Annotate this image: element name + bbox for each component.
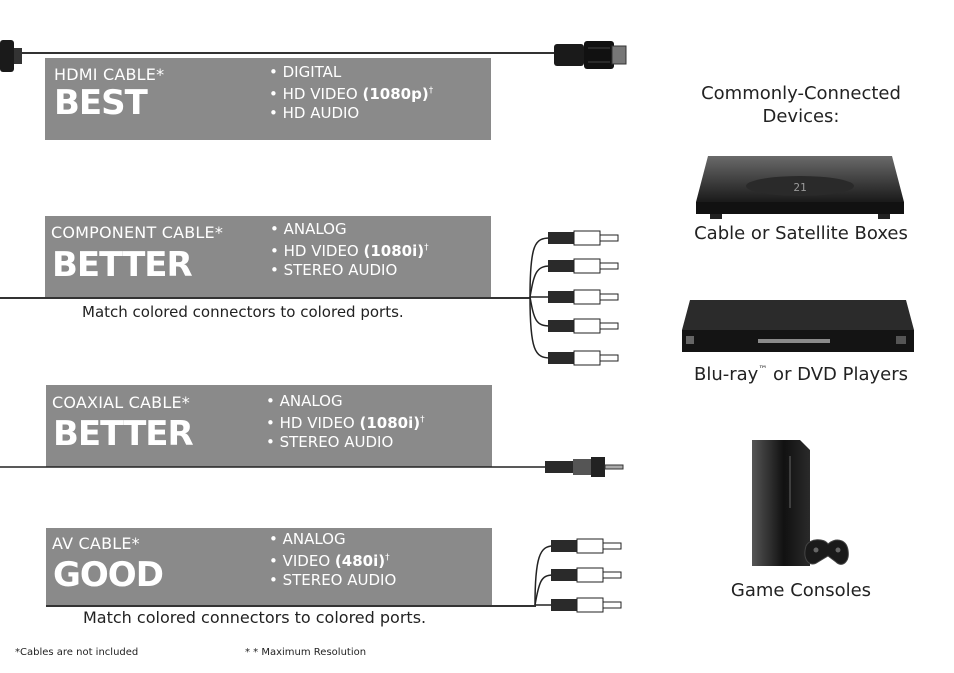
hdmi-cable-line [0,52,560,54]
av-cable-line [46,605,536,607]
coaxial-panel: COAXIAL CABLE* BETTER • ANALOG • HD VIDE… [46,385,492,467]
cable-name: COAXIAL CABLE* [52,393,190,412]
feature-list: • DIGITAL • HD VIDEO (1080p)† • HD AUDIO [269,63,433,123]
connector-note: Match colored connectors to colored port… [82,303,404,321]
cable-box-display: 21 [793,181,806,194]
footnote-resolution: * * Maximum Resolution [245,647,367,658]
feature-item: • HD VIDEO (1080p)† [269,85,434,103]
feature-item: • VIDEO (480i)† [269,552,390,570]
bluray-player-icon [682,300,914,352]
cable-rating: BETTER [52,245,193,285]
connector-note: Match colored connectors to colored port… [83,608,427,627]
devices-heading: Commonly-Connected Devices: [701,83,901,127]
game-console-icon [752,440,849,566]
feature-item: • ANALOG [266,392,343,410]
feature-item: • DIGITAL [269,63,342,81]
hdmi-panel: HDMI CABLE* BEST • DIGITAL • HD VIDEO (1… [45,58,491,140]
feature-item: • STEREO AUDIO [269,571,397,589]
feature-item: • STEREO AUDIO [270,261,398,279]
feature-item: • STEREO AUDIO [266,433,394,451]
device-label-bluray: Blu-ray™ or DVD Players [693,364,909,385]
cable-box-icon: 21 [696,156,904,219]
feature-list: • ANALOG • HD VIDEO (1080i)† • STEREO AU… [270,220,429,280]
coaxial-cable-icon [0,457,624,477]
cable-rating: BEST [54,83,148,123]
feature-item: • ANALOG [270,220,347,238]
component-panel: COMPONENT CABLE* BETTER • ANALOG • HD VI… [45,216,491,298]
feature-item: • HD VIDEO (1080i)† [270,242,429,260]
cable-name: HDMI CABLE* [54,65,165,84]
footnote-cables: *Cables are not included [15,647,139,658]
hdmi-plug-left-icon [0,40,22,72]
cable-name: AV CABLE* [52,534,140,553]
cable-rating: GOOD [53,555,164,595]
cable-name: COMPONENT CABLE* [51,223,224,242]
feature-item: • HD VIDEO (1080i)† [266,414,425,432]
feature-item: • HD AUDIO [269,104,360,122]
feature-list: • ANALOG • VIDEO (480i)† • STEREO AUDIO [269,530,396,590]
av-rca-connectors-icon [534,538,622,613]
device-label-cable-box: Cable or Satellite Boxes [694,223,908,244]
component-cable-line [0,297,530,299]
rca-connectors-icon [529,230,619,366]
hdmi-plug-right-icon [554,41,627,69]
device-label-game-console: Game Consoles [730,580,872,601]
cable-rating: BETTER [53,414,194,454]
feature-item: • ANALOG [269,530,346,548]
av-panel: AV CABLE* GOOD • ANALOG • VIDEO (480i)† … [46,528,492,606]
feature-list: • ANALOG • HD VIDEO (1080i)† • STEREO AU… [266,392,425,452]
